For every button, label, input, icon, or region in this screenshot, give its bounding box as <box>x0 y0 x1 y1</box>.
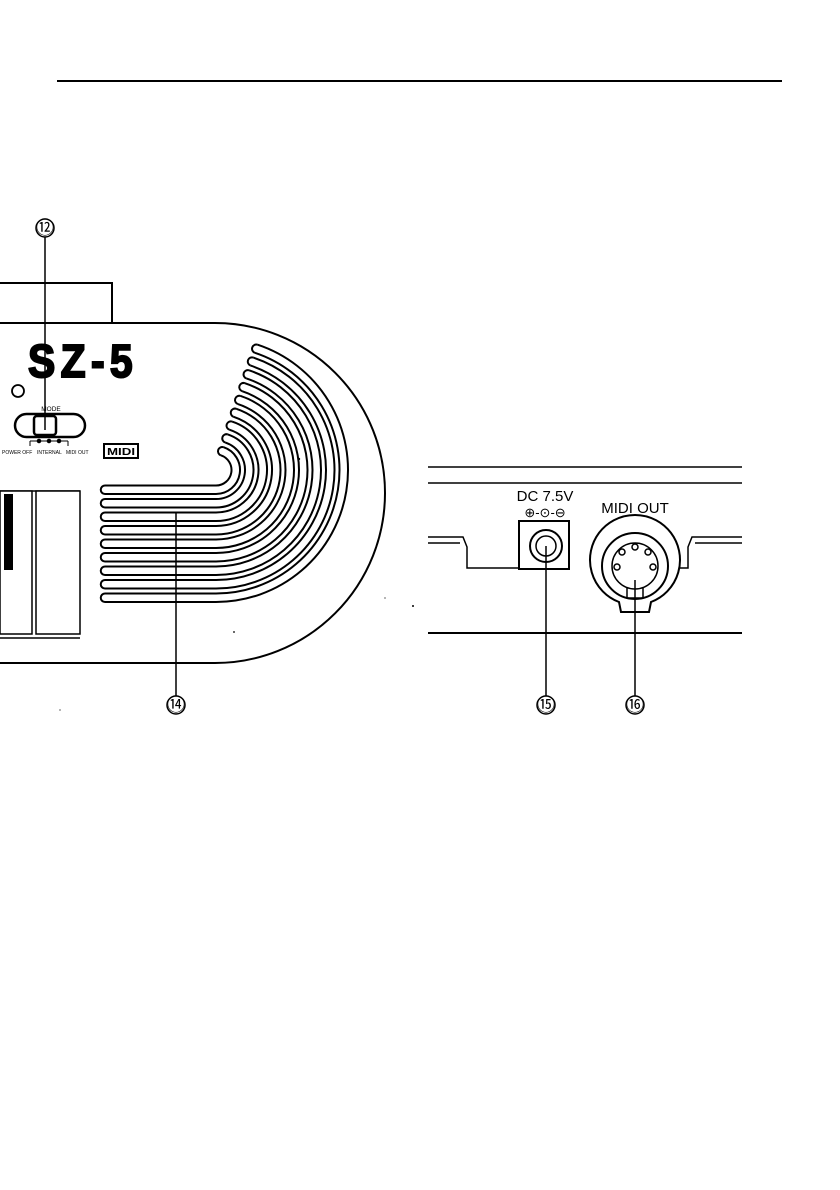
callout-circle-midi-out-jack <box>625 695 645 715</box>
piano-keys <box>0 490 81 639</box>
grille-slot <box>105 343 349 603</box>
callout-mode-switch: ⑫ <box>36 218 54 238</box>
callout-speaker: ⑭ <box>167 695 185 715</box>
polarity-symbols: ⊕-⊙-⊖ <box>524 505 565 520</box>
midi-out-label: MIDI OUT <box>601 500 669 517</box>
dc-jack[interactable] <box>518 520 570 570</box>
grille-slot <box>105 395 295 549</box>
indicator-lamp <box>11 384 25 398</box>
grille-slot-cap <box>99 565 106 576</box>
grille-slot-cap <box>99 511 106 522</box>
grille-slot-cap <box>99 592 106 603</box>
midi-logo: MIDI <box>103 443 139 459</box>
grille-slot <box>105 369 322 576</box>
dc-label: DC 7.5V <box>517 488 574 505</box>
switch-position-marks <box>29 438 69 446</box>
speaker-grille <box>99 343 349 603</box>
grille-slot <box>105 420 268 522</box>
grille-slot <box>105 407 282 536</box>
grille-slot-cap <box>99 579 106 590</box>
grille-slot-cap <box>99 484 106 495</box>
grille-slot-cap <box>99 552 106 563</box>
keyboard-body-outline <box>0 322 386 664</box>
mode-label: MODE <box>41 406 61 413</box>
grille-slot-cap <box>99 525 106 536</box>
grille-slot-cap <box>221 433 229 444</box>
grille-slot-cap <box>234 394 241 405</box>
callout-midi-out-jack: ⑯ <box>626 695 644 715</box>
callout-dc-jack: ⑮ <box>537 695 555 715</box>
grille-slot-cap <box>229 407 237 418</box>
white-key <box>35 490 81 635</box>
grille-slot-cap <box>216 446 224 457</box>
switch-label-power-off: POWER OFF <box>2 450 32 456</box>
grille-slot <box>105 433 255 509</box>
jack-panel <box>428 466 742 634</box>
grille-slot-cap <box>99 538 106 549</box>
mode-switch[interactable] <box>13 412 87 439</box>
grille-slot-cap <box>246 356 254 367</box>
black-key <box>4 494 13 570</box>
grille-slot-cap <box>238 381 246 393</box>
grille-slot <box>105 356 336 590</box>
grille-slot-cap <box>99 498 106 509</box>
speck <box>59 709 61 711</box>
grille-slot <box>105 446 241 495</box>
switch-label-internal: INTERNAL <box>37 450 62 456</box>
grille-slot-cap <box>251 343 258 354</box>
callout-circle-dc-jack <box>536 695 556 715</box>
speck <box>412 605 414 607</box>
callout-circle-mode-switch <box>35 218 55 238</box>
speck <box>384 597 386 599</box>
grille-dot <box>233 631 235 633</box>
midi-out-jack[interactable] <box>589 514 681 613</box>
grille-slot <box>105 382 309 563</box>
svg-text:MIDI: MIDI <box>107 447 135 458</box>
switch-label-midi-out: MIDI OUT <box>66 450 89 456</box>
grille-slot-cap <box>225 420 233 431</box>
keyboard-back-panel <box>0 282 113 323</box>
grille-slot-cap <box>242 369 250 380</box>
callout-circle-speaker <box>166 695 186 715</box>
grille-dot <box>297 457 301 461</box>
